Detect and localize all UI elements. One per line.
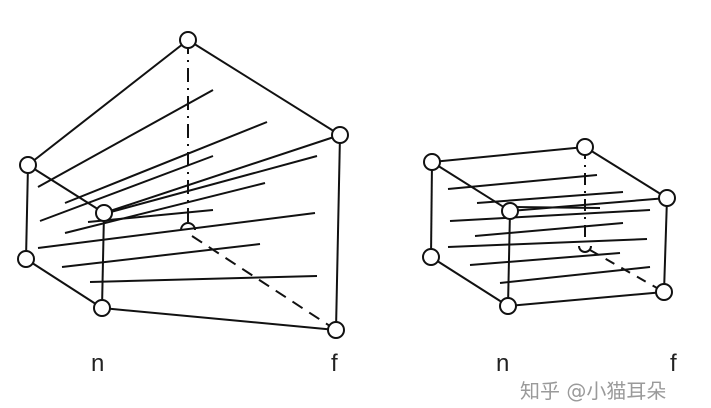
watermark: 知乎 @小猫耳朵 [520,379,667,403]
right-far-plane-label: f [670,350,677,377]
left-far-plane-label: f [331,350,338,377]
orthographic-box [422,138,676,315]
right-near-plane-label: n [496,350,510,377]
left-near-plane-label: n [91,350,105,377]
box-depth-lines [447,174,651,284]
box-vertices [422,138,676,315]
frustum-vertices [17,31,349,339]
frustum-depth-lines [37,89,318,283]
perspective-frustum [17,31,349,339]
